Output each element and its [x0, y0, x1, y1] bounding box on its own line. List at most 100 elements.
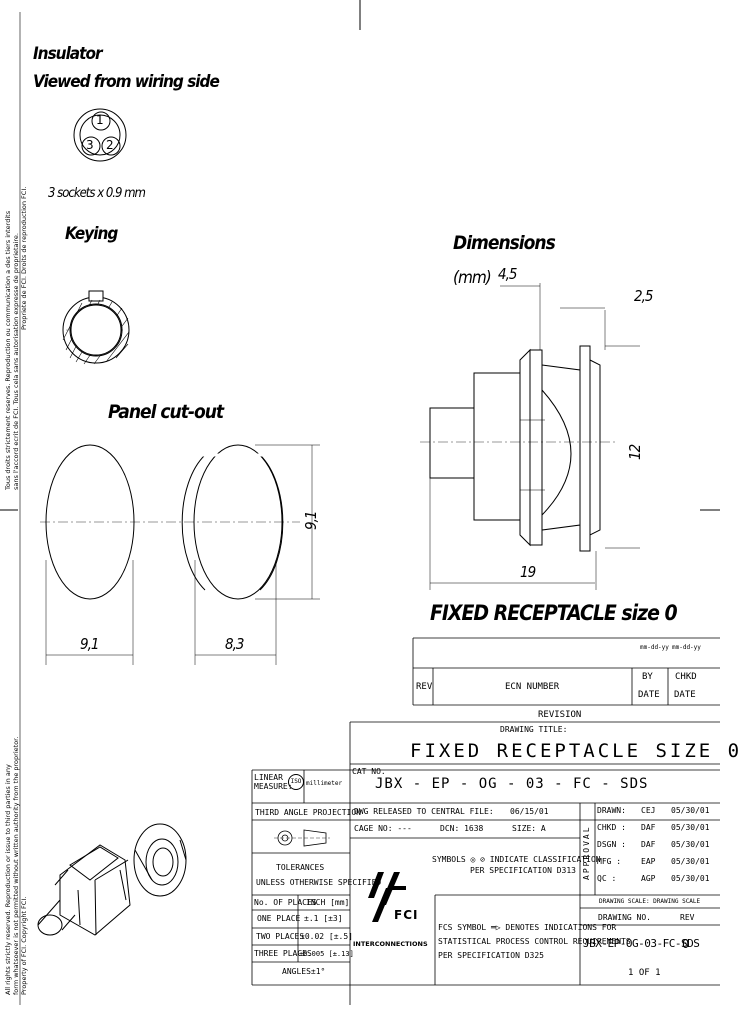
approval-role: MFG : [597, 857, 622, 866]
chkd-column-header: CHKD [675, 672, 697, 682]
rev-value: 0 [682, 937, 690, 951]
cage-no: CAGE NO: --- [354, 824, 412, 833]
approval-label: APPROVAL [582, 825, 591, 880]
socket-label-2: 2 [106, 138, 114, 152]
drawing-scale: DRAWING SCALE: DRAWING SCALE [599, 898, 701, 905]
rev-label: REV [680, 913, 695, 922]
sheet-number: 1 OF 1 [628, 968, 661, 978]
drawing-no-label: DRAWING NO. [598, 913, 651, 922]
side-notice-fr-2: sans l'accord ecrit de FCI. Tous cela sa… [12, 233, 20, 490]
brand-subtitle: INTERCONNECTIONS [353, 940, 428, 948]
drawing-no-value: JBX-EP-OG-03-FC-SDS [583, 937, 700, 950]
angles-tolerance: ANGLES±1° [282, 967, 326, 976]
panel-cutout-title: Panel cut-out [108, 401, 224, 423]
fcs-note-1: FCS SYMBOL ═▷ DENOTES INDICATIONS FOR [438, 923, 617, 932]
side-notice-en-3: Property of FCI. Copyright FCI. [20, 896, 28, 995]
fcs-note-3: PER SPECIFICATION D325 [438, 951, 544, 960]
side-notice-fr-3: Propriete de FCI. Droits de reproduction… [20, 186, 28, 330]
side-notice-fr-1: Tous droits strictement reserves. Reprod… [4, 210, 12, 490]
tol-two-places-label: TWO PLACES [256, 932, 305, 941]
part-heading: FIXED RECEPTACLE size 0 [430, 601, 678, 625]
drawing-title-label: DRAWING TITLE: [500, 725, 568, 734]
approval-who: DAF [641, 823, 656, 832]
socket-label-1: 1 [96, 113, 104, 127]
tol-one-place-label: ONE PLACE [257, 914, 301, 923]
tol-one-value: ±.1 [±3] [304, 914, 343, 923]
by-column-header: BY [642, 672, 653, 682]
approval-row-mfg: MFG : EAP 05/30/01 [597, 857, 719, 874]
dim-b-value: 2,5 [634, 287, 653, 305]
approval-row-qc: QC : AGP 05/30/01 [597, 874, 719, 891]
approval-who: CEJ [641, 806, 656, 815]
panel-dim-width-right: 8,3 [225, 635, 244, 653]
sockets-note: 3 sockets x 0.9 mm [48, 186, 146, 201]
approval-who: EAP [641, 857, 656, 866]
cat-no-value: JBX - EP - OG - 03 - FC - SDS [375, 776, 649, 792]
panel-dim-height: 9,1 [302, 511, 320, 530]
approval-role: DSGN : [597, 840, 626, 849]
linear-measure-value: millimeter [306, 780, 343, 787]
approval-date: 05/30/01 [671, 823, 710, 832]
tolerances-subtitle: UNLESS OTHERWISE SPECIFIED [256, 878, 382, 887]
approval-row-drawn: DRAWN: CEJ 05/30/01 [597, 806, 719, 823]
tol-three-value: ±0.005 [±.13] [299, 950, 354, 958]
insulator-subtitle: Viewed from wiring side [33, 72, 220, 92]
ecn-column-header: ECN NUMBER [505, 682, 560, 692]
tol-three-places-label: THREE PLACES [254, 949, 312, 958]
dim-a-value: 4,5 [498, 265, 517, 283]
date-format-by: mm-dd-yy [640, 644, 669, 651]
approval-role: QC : [597, 874, 617, 883]
dcn-number: DCN: 1638 [440, 824, 484, 833]
insulator-drawing [73, 108, 127, 162]
rev-column-header: REV [416, 682, 433, 692]
drawing-lineart [0, 0, 720, 1005]
metric-icon: ISO [288, 774, 304, 790]
linear-measure-label-2: MEASURE: [254, 782, 293, 791]
approval-table: DRAWN: CEJ 05/30/01 CHKD : DAF 05/30/01 … [597, 806, 719, 891]
keying-drawing [62, 290, 130, 364]
symbols-note-2: PER SPECIFICATION D313 [470, 866, 576, 875]
title-block-grid [251, 637, 720, 1005]
dimensions-title: Dimensions [453, 232, 556, 254]
tol-header-places: No. OF PLACES [254, 898, 317, 907]
projection-symbol [274, 829, 330, 847]
approval-who: AGP [641, 874, 656, 883]
fci-logo [368, 872, 406, 922]
brand-name: FCI [394, 908, 419, 922]
revision-label: REVISION [538, 710, 582, 720]
approval-role: DRAWN: [597, 806, 626, 815]
dim-length-value: 19 [520, 563, 536, 581]
receptacle-side-view [420, 283, 640, 590]
insulator-title: Insulator [33, 44, 102, 64]
socket-label-3: 3 [86, 138, 94, 152]
size-value: SIZE: A [512, 824, 546, 833]
panel-dim-width-left: 9,1 [80, 635, 99, 653]
by-date-column-header: DATE [638, 690, 660, 700]
dim-height-value: 12 [626, 444, 644, 460]
approval-row-dsgn: DSGN : DAF 05/30/01 [597, 840, 719, 857]
symbols-note-1: SYMBOLS ◎ ⊘ INDICATE CLASSIFICATION [432, 855, 601, 864]
approval-role: CHKD : [597, 823, 626, 832]
chkd-date-column-header: DATE [674, 690, 696, 700]
side-notice-en-2: form whatsoever is not permitted without… [12, 736, 20, 995]
fcs-note-2: STATISTICAL PROCESS CONTROL REQUIREMENTS [438, 937, 631, 946]
panel-cutout-drawing [40, 444, 320, 665]
linear-measure-label-1: LINEAR [254, 773, 283, 782]
approval-date: 05/30/01 [671, 840, 710, 849]
approval-who: DAF [641, 840, 656, 849]
approval-date: 05/30/01 [671, 806, 710, 815]
tol-header-unit: INCH [mm] [306, 898, 350, 907]
tol-two-value: ±0.02 [±.5] [300, 932, 353, 941]
approval-date: 05/30/01 [671, 874, 710, 883]
dwg-released-label: DWG RELEASED TO CENTRAL FILE: [354, 807, 494, 816]
approval-date: 05/30/01 [671, 857, 710, 866]
date-format-chkd: mm-dd-yy [672, 644, 701, 651]
dimensions-unit: (mm) [453, 268, 492, 288]
dwg-released-date: 06/15/01 [510, 807, 549, 816]
tolerances-title: TOLERANCES [276, 863, 325, 872]
cat-no-label: CAT NO. [352, 767, 386, 776]
approval-row-chkd: CHKD : DAF 05/30/01 [597, 823, 719, 840]
connector-3d-render [37, 823, 187, 936]
projection-label: THIRD ANGLE PROJECTION [255, 808, 361, 817]
side-notice-en-1: All rights strictly reserved. Reproducti… [4, 764, 12, 995]
